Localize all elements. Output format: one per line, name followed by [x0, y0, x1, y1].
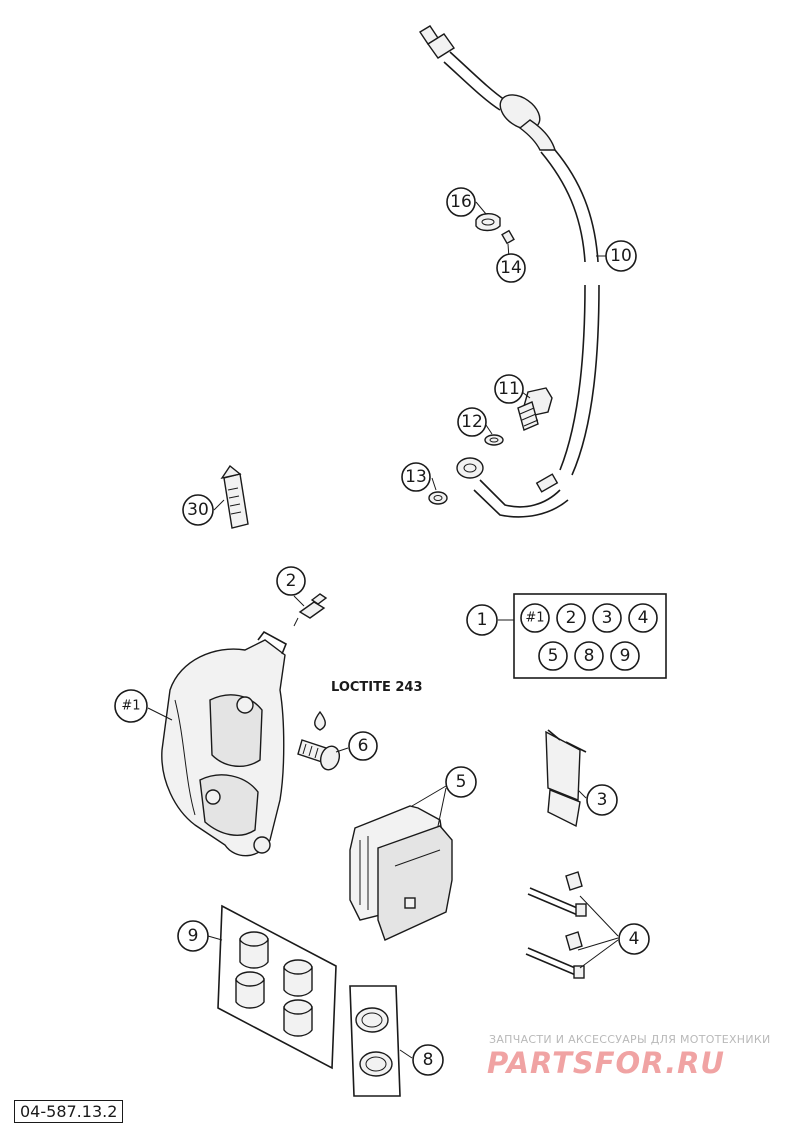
callout-12: 12	[457, 407, 487, 437]
callout-13: 13	[401, 462, 431, 492]
callout-14: 14	[496, 253, 526, 283]
callout-5: 5	[445, 766, 477, 798]
kit-callout-5: 5	[538, 641, 568, 671]
kit-contents-frame	[513, 593, 667, 679]
svg-text:13: 13	[405, 467, 427, 487]
kit-callout-4: 4	[628, 603, 658, 633]
kit-callout-8: 8	[574, 641, 604, 671]
leader-lines	[147, 201, 619, 1059]
piston-set	[217, 904, 337, 1070]
callout-6: 6	[348, 731, 378, 761]
loctite-label: LOCTITE 243	[331, 680, 423, 695]
svg-text:5: 5	[548, 646, 559, 666]
kit-callout-2: 2	[556, 603, 586, 633]
callout-9: 9	[177, 920, 209, 952]
sealing-washer-upper	[484, 434, 504, 446]
pad-spring	[545, 729, 587, 828]
svg-text:3: 3	[597, 790, 608, 810]
svg-text:1: 1	[477, 610, 488, 630]
clamp-screw	[501, 229, 515, 245]
brake-pads	[349, 805, 453, 941]
svg-text:8: 8	[423, 1050, 434, 1070]
callouts: 16 14 10 11 12 13 30 2 1 #1 2 3 4 5 8 9 …	[114, 187, 658, 1076]
drawing-number: 04-587.13.2	[14, 1100, 124, 1123]
svg-text:6: 6	[358, 736, 369, 756]
brake-caliper	[161, 630, 288, 857]
sealing-washer-lower	[428, 491, 448, 505]
loctite-tube	[220, 464, 249, 529]
svg-text:10: 10	[610, 246, 632, 266]
svg-text:12: 12	[461, 412, 483, 432]
callout-h1: #1	[114, 689, 148, 723]
svg-text:4: 4	[629, 929, 640, 949]
svg-text:16: 16	[450, 192, 472, 212]
callout-2: 2	[276, 566, 306, 596]
svg-text:#1: #1	[121, 699, 140, 714]
svg-text:8: 8	[584, 646, 595, 666]
svg-text:11: 11	[498, 379, 520, 399]
retaining-pins	[525, 871, 587, 979]
kit-callout-3: 3	[592, 603, 622, 633]
seal-set	[349, 985, 401, 1097]
svg-text:2: 2	[286, 571, 297, 591]
callout-8: 8	[412, 1044, 444, 1076]
callout-3: 3	[586, 784, 618, 816]
kit-callout-h1: #1	[520, 603, 550, 633]
svg-text:5: 5	[456, 772, 467, 792]
svg-text:9: 9	[620, 646, 631, 666]
callout-4: 4	[618, 923, 650, 955]
watermark-logo: PARTSFOR.RU	[487, 1046, 725, 1080]
pin-bolt	[297, 739, 341, 771]
svg-text:9: 9	[188, 926, 199, 946]
svg-text:4: 4	[638, 608, 649, 628]
kit-callout-9: 9	[610, 641, 640, 671]
hose-clamp	[475, 213, 501, 232]
svg-text:2: 2	[566, 608, 577, 628]
svg-text:14: 14	[500, 258, 522, 278]
callout-11: 11	[494, 374, 524, 404]
callout-10: 10	[605, 240, 637, 272]
loctite-drop	[314, 710, 326, 731]
svg-text:#1: #1	[525, 611, 544, 626]
callout-16: 16	[446, 187, 476, 217]
watermark-tagline: ЗАПЧАСТИ И АКСЕССУАРЫ ДЛЯ МОТОТЕХНИКИ	[489, 1033, 771, 1046]
banjo-bolt	[517, 387, 553, 431]
bleeder-valve	[293, 593, 328, 627]
callout-30: 30	[182, 494, 214, 526]
svg-text:3: 3	[602, 608, 613, 628]
brake-hose	[419, 25, 600, 518]
svg-text:30: 30	[187, 500, 209, 520]
callout-1: 1	[466, 604, 498, 636]
